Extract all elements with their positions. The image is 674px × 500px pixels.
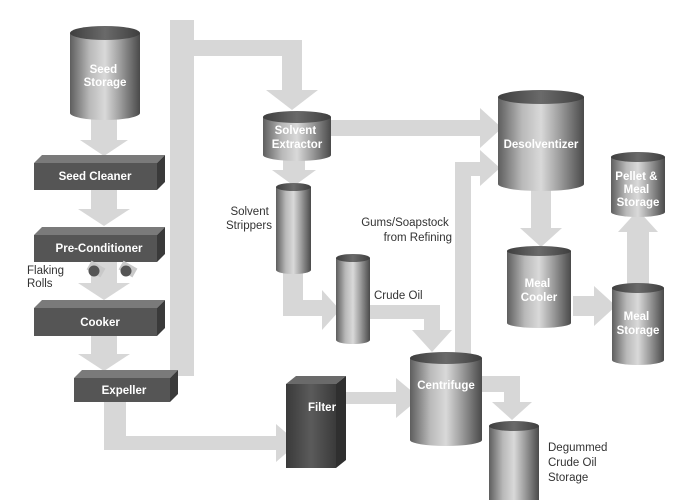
seed-cleaner-box: Seed Cleaner	[34, 155, 165, 190]
solvent-extractor-tank: Solvent Extractor	[263, 111, 331, 161]
arrow-centrifuge-to-degummed	[480, 376, 532, 420]
arrow-expeller-to-filter	[104, 400, 298, 462]
solvent-extractor-label: Solvent Extractor	[272, 125, 323, 151]
arrow-cooler-to-storage	[573, 286, 616, 326]
expeller-label: Expeller	[102, 385, 147, 397]
arrow-extractor-to-desolventizer	[330, 108, 502, 148]
solvent-strippers-tank	[276, 183, 311, 274]
meal-cooler-tank: Meal Cooler	[507, 246, 571, 328]
arrow-storage-to-cleaner	[80, 116, 128, 156]
seed-cleaner-label: Seed Cleaner	[59, 171, 132, 183]
degummed-storage-tank	[489, 421, 539, 500]
pellet-meal-storage-label: Pellet & Meal Storage	[615, 171, 660, 209]
filter-label: Filter	[308, 402, 337, 414]
arrow-storage-to-pellet	[618, 210, 658, 288]
flow-arrows	[78, 20, 658, 462]
arrow-gums-to-desolventizer	[455, 150, 500, 360]
expeller-box: Expeller	[74, 370, 178, 402]
arrow-cleaner-to-preconditioner	[78, 189, 130, 226]
flaking-roll-right	[120, 265, 132, 277]
flaking-rolls-label: Flaking Rolls	[27, 265, 67, 290]
solvent-strippers-label: Solvent Strippers	[226, 206, 272, 232]
arrow-filter-to-centrifuge	[342, 378, 420, 418]
filter-unit: Filter	[286, 376, 346, 468]
arrow-crude-oil-to-centrifuge	[362, 305, 452, 352]
cooker-label: Cooker	[80, 317, 120, 329]
arrow-expeller-to-extractor	[168, 20, 318, 400]
crude-oil-label: Crude Oil	[374, 290, 423, 302]
pre-conditioner-label: Pre-Conditioner	[56, 243, 143, 255]
flaking-roll-left	[88, 265, 100, 277]
flaking-rolls: Flaking Rolls	[27, 260, 138, 290]
seed-storage-tank: Seed Storage	[70, 26, 140, 120]
meal-storage-label: Meal Storage	[617, 311, 660, 337]
arrow-extractor-to-strippers	[272, 156, 316, 186]
centrifuge-label: Centrifuge	[417, 380, 475, 392]
centrifuge-tank: Centrifuge	[410, 352, 482, 446]
desolventizer-label: Desolventizer	[504, 139, 579, 151]
arrow-cooker-to-expeller	[78, 336, 130, 371]
meal-cooler-label: Meal Cooler	[521, 278, 558, 304]
seed-storage-label: Seed Storage	[84, 64, 127, 89]
arrow-desolventizer-to-cooler	[520, 186, 562, 247]
gums-soapstock-label: Gums/Soapstock from Refining	[361, 217, 452, 244]
crude-oil-tank	[336, 254, 370, 344]
cooker-box: Cooker	[34, 300, 165, 336]
pre-conditioner-box: Pre-Conditioner	[34, 227, 165, 262]
arrow-strippers-to-crude-oil	[283, 270, 340, 330]
meal-storage-tank: Meal Storage	[612, 283, 664, 365]
pellet-meal-storage-tank: Pellet & Meal Storage	[611, 152, 665, 217]
desolventizer-tank: Desolventizer	[498, 90, 584, 191]
degummed-storage-label: Degummed Crude Oil Storage	[548, 442, 611, 484]
